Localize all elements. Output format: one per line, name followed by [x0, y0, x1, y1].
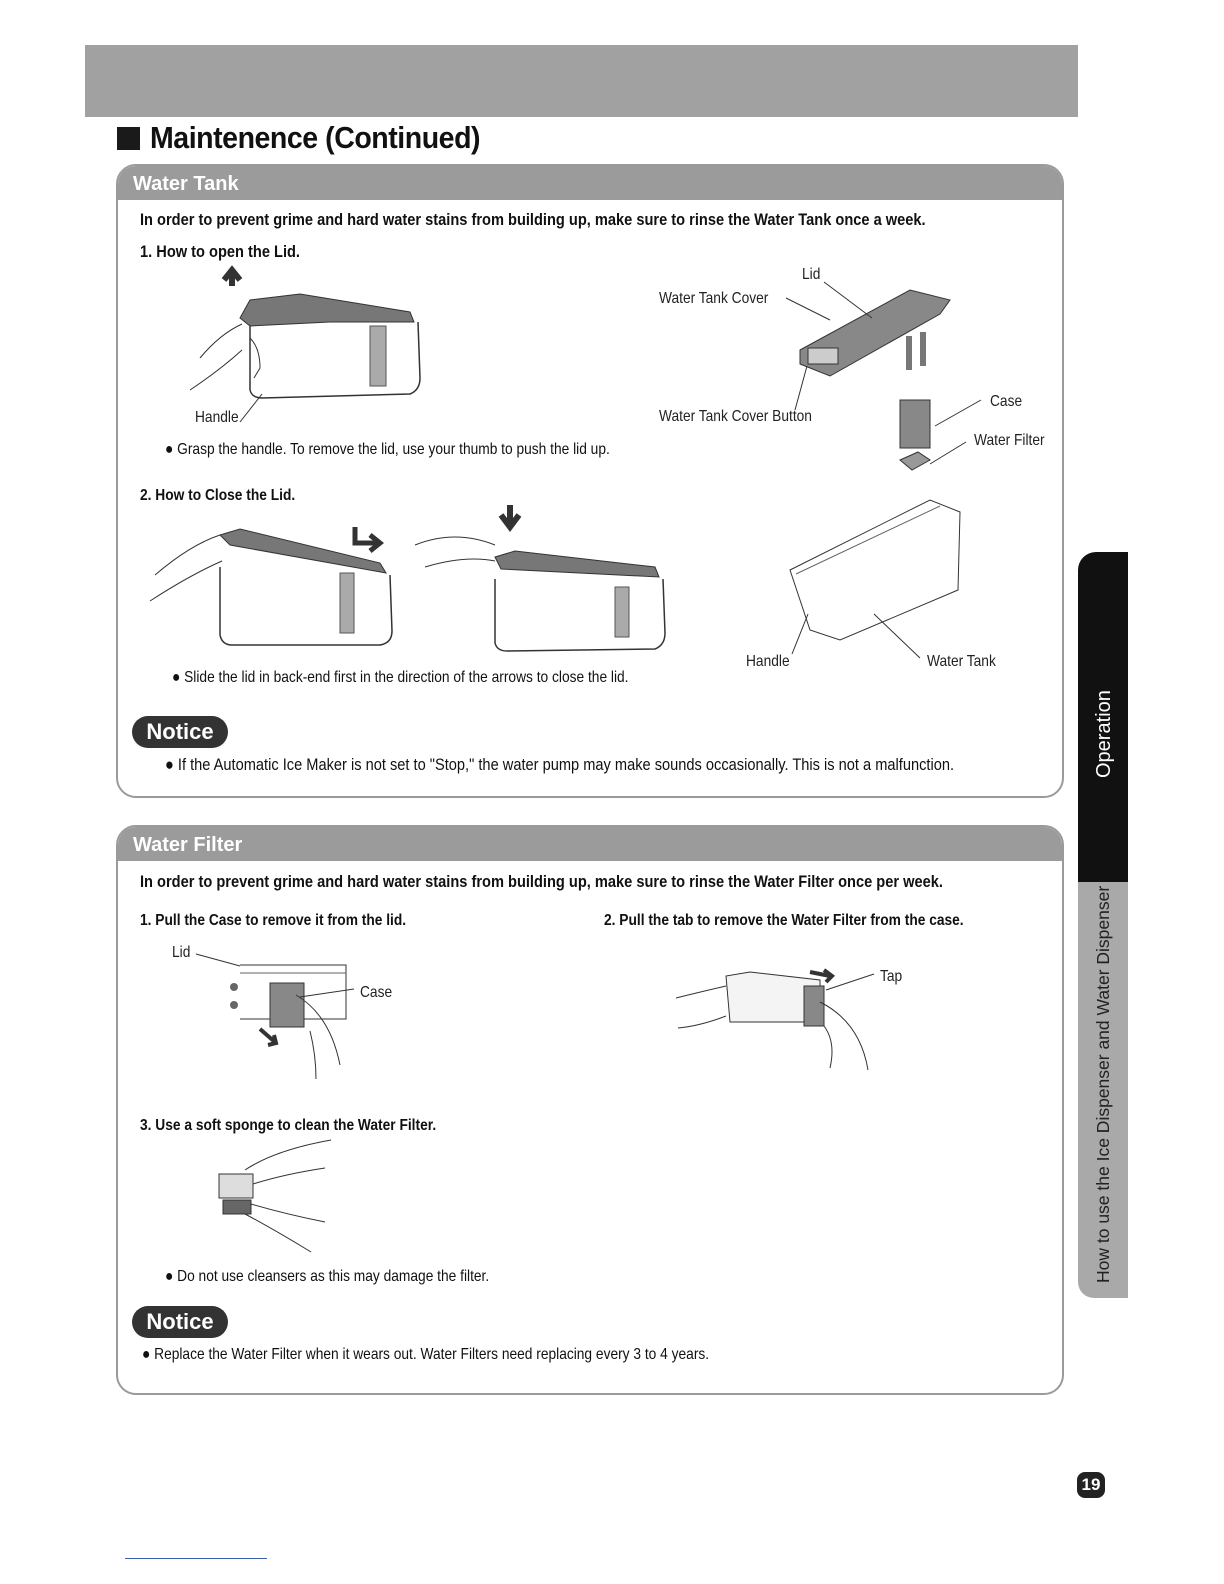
filter-step3-heading: 3. Use a soft sponge to clean the Water … — [140, 1117, 437, 1134]
step2-close-lid-heading: 2. How to Close the Lid. — [140, 487, 296, 504]
side-tab-operation-label: Operation — [1093, 690, 1115, 778]
tank-handle-leader-line — [791, 613, 809, 655]
header-banner — [85, 45, 1078, 117]
water-tank-notice-badge: Notice — [132, 716, 228, 748]
filter-lid-label: Lid — [172, 944, 191, 961]
side-tab-section-label: How to use the Ice Dispenser and Water D… — [1093, 885, 1113, 1283]
water-tank-header: Water Tank — [118, 166, 1062, 200]
water-tank-panel: Water Tank — [116, 164, 1064, 798]
step2-bullet: ● Slide the lid in back-end first in the… — [172, 669, 629, 686]
water-tank-intro: In order to prevent grime and hard water… — [140, 210, 926, 229]
handle-leader-line — [239, 393, 263, 423]
filter-step2-heading: 2. Pull the tab to remove the Water Filt… — [604, 912, 964, 929]
water-tank-exploded-diagram — [789, 289, 961, 641]
diagram-handle-label: Handle — [746, 653, 790, 670]
water-filter-notice-text: ● Replace the Water Filter when it wears… — [142, 1346, 710, 1363]
open-lid-illustration — [189, 265, 421, 399]
close-lid-illustration-2 — [414, 505, 666, 652]
page-title: Maintenence (Continued) — [150, 120, 481, 155]
side-tab-operation[interactable] — [1078, 552, 1128, 882]
cover-button-leader-line — [794, 365, 808, 411]
filter-lid-leader-line — [195, 953, 241, 967]
lid-leader-line — [823, 281, 873, 319]
diagram-cover-button-label: Water Tank Cover Button — [659, 408, 812, 425]
tap-leader-line — [825, 973, 875, 991]
close-lid-illustration-1 — [149, 527, 393, 646]
filter-case-label: Case — [360, 984, 393, 1001]
handle-label: Handle — [195, 409, 239, 426]
water-filter-header: Water Filter — [118, 827, 1062, 861]
page-number: 19 — [1077, 1472, 1105, 1498]
diagram-tank-label: Water Tank — [927, 653, 996, 670]
water-filter-panel: Water Filter — [116, 825, 1064, 1395]
water-tank-notice-text: ● If the Automatic Ice Maker is not set … — [165, 755, 955, 774]
title-bullet-square — [117, 126, 140, 150]
filter-step1-heading: 1. Pull the Case to remove it from the l… — [140, 912, 407, 929]
water-filter-intro: In order to prevent grime and hard water… — [140, 872, 943, 891]
diagram-case-label: Case — [990, 393, 1023, 410]
diagram-cover-label: Water Tank Cover — [659, 290, 769, 307]
diagram-lid-label: Lid — [802, 266, 821, 283]
step1-open-lid-heading: 1. How to open the Lid. — [140, 242, 301, 261]
case-leader-line — [934, 399, 982, 427]
water-filter-notice-badge: Notice — [132, 1306, 228, 1338]
footer-line — [125, 1558, 267, 1559]
tank-leader-line — [873, 613, 921, 659]
filter-step3-bullet: ● Do not use cleansers as this may damag… — [165, 1268, 490, 1285]
pull-case-illustration — [230, 964, 347, 1080]
pull-tab-illustration — [675, 968, 869, 1071]
filter-leader-line — [929, 441, 967, 465]
step1-bullet: ● Grasp the handle. To remove the lid, u… — [165, 441, 610, 458]
filter-tap-label: Tap — [880, 968, 903, 985]
filter-case-leader-line — [299, 988, 355, 998]
cover-leader-line — [785, 297, 831, 321]
sponge-clean-illustration — [218, 1139, 332, 1253]
side-tab-section[interactable] — [1078, 882, 1128, 1298]
diagram-filter-label: Water Filter — [974, 432, 1045, 449]
page-title-row: Maintenence (Continued) — [117, 118, 509, 158]
